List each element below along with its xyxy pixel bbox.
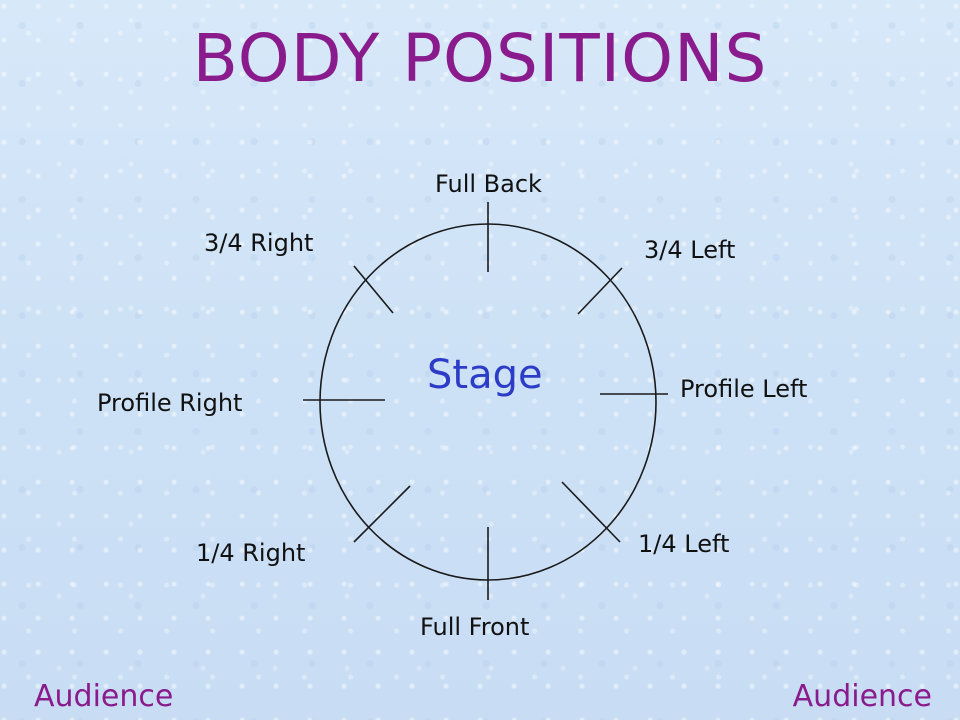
quarter-left-label: 1/4 Left <box>638 530 730 558</box>
three-quarter-left-tick <box>577 267 623 315</box>
full-front-label: Full Front <box>420 613 530 641</box>
quarter-right-tick <box>353 485 411 543</box>
audience-right-label: Audience <box>792 679 932 714</box>
page-title: BODY POSITIONS <box>192 20 768 97</box>
quarter-right-label: 1/4 Right <box>196 539 306 567</box>
quarter-left-tick <box>561 481 621 543</box>
stage-label: Stage <box>427 352 543 398</box>
full-back-label: Full Back <box>435 170 542 198</box>
profile-right-label: Profile Right <box>97 389 243 417</box>
three-quarter-right-label: 3/4 Right <box>204 229 314 257</box>
three-quarter-right-tick <box>353 265 394 314</box>
audience-left-label: Audience <box>34 679 174 714</box>
three-quarter-left-label: 3/4 Left <box>644 236 736 264</box>
profile-left-label: Profile Left <box>680 375 808 403</box>
